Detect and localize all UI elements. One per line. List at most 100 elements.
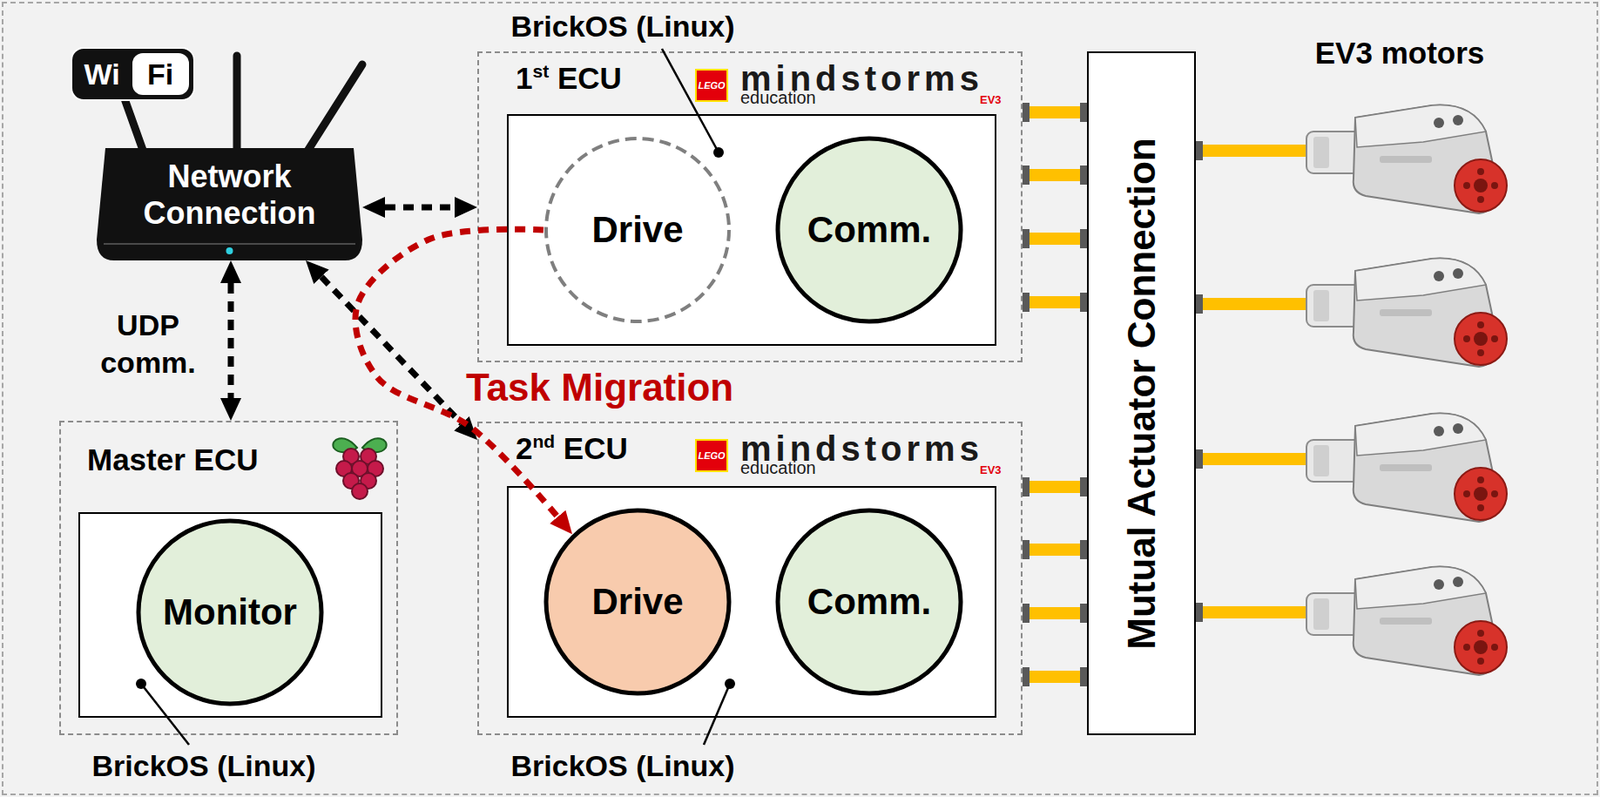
ev3-motor-illustration	[1306, 105, 1507, 214]
router-stripe	[103, 243, 356, 245]
wire-cap	[1080, 229, 1087, 249]
circle-shape	[777, 510, 961, 694]
leaf	[362, 438, 387, 453]
leader-dot	[135, 678, 147, 689]
network-arrow	[321, 276, 462, 424]
wire-cap	[1022, 603, 1030, 623]
wire-cap	[1080, 165, 1087, 185]
motor-wire	[1195, 144, 1307, 157]
logo-text: LEGO	[697, 450, 725, 461]
heading-rest: ECU	[554, 431, 628, 466]
wifi-logo	[71, 47, 195, 101]
wire-cap	[1022, 102, 1030, 122]
ordinal-number: 2	[515, 431, 533, 466]
task-circle: Comm.	[775, 135, 964, 325]
lego-logo-square	[695, 439, 728, 472]
berry-seed	[343, 448, 359, 465]
ecu-heading: 2nd ECU	[515, 430, 628, 467]
task-circle: Monitor	[135, 518, 325, 707]
motor-wire	[1195, 606, 1307, 619]
berry-seed	[351, 460, 368, 477]
ev3-motor-illustration	[1306, 567, 1507, 676]
logo-text: EV3	[979, 464, 1002, 476]
edge-label: Task Migration	[463, 365, 736, 411]
leaf	[332, 438, 358, 453]
berry-seed	[360, 472, 377, 489]
wifi-logo-pill	[132, 53, 190, 95]
berry-seed	[336, 460, 352, 477]
ecu-heading: Master ECU	[87, 441, 258, 479]
router-antennas	[121, 55, 363, 153]
antenna	[306, 64, 363, 153]
circle-shape	[138, 520, 322, 704]
actuator-wire	[1022, 232, 1087, 245]
actuator-wire	[1022, 543, 1087, 556]
router-node: Network Connection	[96, 148, 363, 261]
antenna	[121, 91, 144, 153]
wire-cap	[1022, 229, 1030, 249]
wire-cap	[1080, 477, 1087, 497]
wire-cap	[1195, 602, 1203, 622]
actuator-wire	[1022, 670, 1087, 683]
task-name: Comm.	[807, 580, 932, 623]
os-label: BrickOS (Linux)	[511, 9, 736, 44]
wire-cap	[1022, 477, 1030, 497]
task-circle: Drive	[543, 507, 732, 696]
actuator-wire	[1022, 106, 1087, 119]
network-arrow	[384, 204, 455, 211]
network-arrow	[228, 283, 235, 399]
wire-cap	[1022, 292, 1030, 312]
motor-wires	[1195, 141, 1307, 622]
wire-cap	[1080, 603, 1087, 623]
task-name: Comm.	[807, 209, 932, 251]
router-led	[226, 247, 234, 255]
decoration	[1195, 141, 1203, 622]
logo-text: Wi	[83, 57, 120, 92]
berry-seed	[343, 472, 359, 489]
leader-line	[141, 683, 190, 745]
logo-text: EV3	[979, 94, 1002, 106]
task-name: Drive	[591, 209, 683, 251]
logo-text: education	[740, 459, 817, 477]
circle-shape	[546, 138, 730, 322]
leader-dot	[724, 678, 736, 689]
edge-label: UDP comm.	[91, 306, 205, 381]
circle-shape	[546, 510, 730, 694]
wire-cap	[1080, 540, 1087, 560]
actuator-wire	[1022, 607, 1087, 620]
decoration	[336, 448, 384, 500]
motor-wire	[1195, 297, 1307, 311]
actuator-wire	[1022, 296, 1087, 309]
task-name: Drive	[591, 580, 683, 623]
logo-text: LEGO	[697, 80, 725, 91]
leader-line	[661, 48, 719, 153]
wire-cap	[1080, 102, 1087, 122]
ordinal-number: 1	[515, 60, 533, 95]
logo-text: Fi	[147, 57, 174, 92]
berry-seed	[360, 448, 377, 465]
wire-cap	[1022, 540, 1030, 560]
wire-cap	[1022, 667, 1030, 687]
berry-seed	[351, 483, 368, 500]
actuator-bar: Mutual Actuator Connection	[1086, 51, 1196, 736]
ev3-motor-illustration	[1306, 258, 1507, 367]
ordinal-suffix: nd	[532, 431, 555, 452]
motor-wire	[1195, 452, 1307, 466]
router-shape	[96, 148, 363, 261]
actuator-wire	[1022, 168, 1087, 182]
lego-logo-square	[695, 69, 728, 102]
task-circle: Drive	[543, 135, 732, 325]
task-name: Monitor	[162, 591, 298, 634]
antenna	[233, 55, 242, 153]
wire-cap	[1022, 165, 1030, 185]
logo-text: education	[740, 88, 817, 107]
node-label: Network Connection	[121, 158, 339, 231]
wire-cap	[1195, 294, 1203, 314]
ecu-box: Master ECU Monitor	[59, 420, 399, 736]
raspberry-icon	[332, 438, 386, 500]
ecu-heading: 1st ECU	[515, 60, 622, 97]
